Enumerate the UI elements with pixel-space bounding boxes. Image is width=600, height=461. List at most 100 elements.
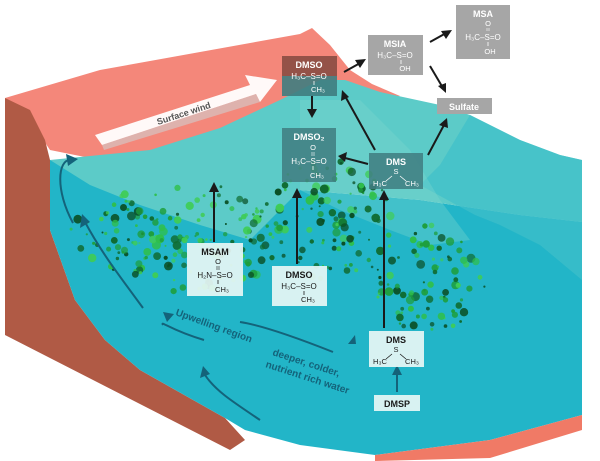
formula-sub: CH₃: [311, 85, 325, 94]
plankton-dot: [439, 295, 444, 300]
plankton-dot: [276, 224, 283, 232]
box-sulfate[interactable]: Sulfate: [437, 98, 492, 114]
plankton-dot: [224, 200, 229, 205]
box-msia[interactable]: MSIA H₃C–S=O OH: [368, 35, 423, 75]
plankton-dot: [138, 242, 141, 244]
plankton-dot: [306, 226, 313, 233]
plankton-dot: [259, 244, 265, 250]
box-msa[interactable]: MSA O H₃C–S=O OH: [456, 5, 510, 59]
plankton-dot: [437, 312, 446, 320]
formula-s: S: [393, 167, 398, 176]
box-dmso-surface[interactable]: DMSO H₃C–S=O CH₃: [282, 56, 337, 96]
formula-top: O: [310, 143, 316, 152]
plankton-dot: [455, 302, 463, 309]
plankton-dot: [69, 227, 73, 231]
plankton-dot: [346, 235, 354, 243]
plankton-dot: [230, 239, 235, 244]
plankton-dot: [167, 215, 173, 221]
plankton-dot: [368, 238, 370, 241]
plankton-dot: [440, 258, 444, 262]
box-dms-lower[interactable]: DMS S H₃C CH₃: [369, 331, 424, 367]
box-dmso2[interactable]: DMSO₂ O H₃C–S=O CH₃: [282, 128, 336, 182]
plankton-dot: [459, 298, 464, 302]
plankton-dot: [387, 244, 392, 248]
plankton-dot: [400, 306, 405, 311]
plankton-dot: [384, 287, 394, 296]
plankton-dot: [174, 184, 181, 191]
plankton-dot: [453, 277, 459, 283]
formula: H₃C–S=O: [291, 157, 327, 166]
plankton-dot: [274, 188, 282, 196]
plankton-dot: [142, 214, 148, 220]
plankton-dot: [346, 169, 349, 172]
plankton-dot: [354, 268, 359, 273]
plankton-dot: [159, 238, 164, 243]
formula-left: H₃C: [373, 357, 387, 366]
plankton-dot: [152, 272, 159, 279]
plankton-dot: [321, 219, 325, 223]
plankton-dot: [430, 327, 434, 331]
box-msam[interactable]: MSAM O H₂N–S=O CH₃: [187, 243, 243, 296]
box-dmsp[interactable]: DMSP: [374, 395, 420, 411]
plankton-dot: [483, 285, 486, 288]
plankton-dot: [126, 238, 130, 242]
plankton-dot: [429, 322, 435, 327]
plankton-dot: [386, 232, 392, 238]
plankton-dot: [398, 322, 402, 325]
plankton-dot: [433, 231, 438, 236]
formula-sub: CH₃: [301, 295, 315, 304]
surface-flow-arrow: [239, 321, 334, 353]
plankton-dot: [401, 323, 407, 329]
plankton-dot: [73, 214, 83, 224]
plankton-dot: [216, 193, 221, 198]
upwelling-arrowheads: [66, 154, 356, 378]
plankton-dot: [137, 230, 146, 239]
plankton-dot: [92, 241, 96, 245]
plankton-dot: [101, 231, 104, 234]
deep-water: [50, 160, 582, 455]
formula: H₂N–S=O: [197, 271, 232, 280]
plankton-dot: [158, 224, 166, 232]
box-title: DMSO: [286, 270, 313, 280]
plankton-dot: [248, 238, 253, 243]
circulation-arrow-mid: [84, 221, 144, 309]
upwelling-arrows: [59, 159, 334, 421]
box-dms-upper[interactable]: DMS S H₃C CH₃: [369, 153, 423, 189]
plankton-dot: [426, 306, 430, 311]
plankton-dot: [378, 280, 384, 286]
plankton-dot: [358, 182, 365, 189]
plankton-dot: [249, 219, 258, 228]
plankton-dot: [378, 275, 382, 280]
plankton-dot: [149, 216, 155, 221]
plankton-dot: [149, 235, 157, 244]
plankton-dot: [450, 323, 456, 329]
plankton-dot: [425, 295, 434, 303]
formula: H₃C–S=O: [291, 72, 327, 81]
plankton-dot: [377, 292, 380, 295]
plankton-dot: [333, 216, 339, 222]
formula-sub: CH₃: [215, 285, 229, 294]
plankton-dot: [257, 256, 266, 265]
plankton-dot: [317, 197, 325, 205]
plankton-dot: [163, 255, 168, 260]
plankton-dot: [173, 216, 182, 224]
plankton-dot: [138, 271, 143, 275]
water-band: [420, 115, 582, 280]
plankton-dot: [466, 285, 473, 292]
plankton-dot: [353, 206, 357, 210]
plankton-dot: [322, 238, 325, 242]
plankton-dot: [397, 256, 400, 259]
plankton-dot: [181, 262, 187, 269]
plankton-dot: [124, 199, 128, 203]
plankton-dot: [194, 234, 197, 238]
plankton-dot: [386, 271, 394, 280]
plankton-dot: [309, 239, 314, 244]
plankton-dot: [247, 271, 255, 278]
surface-wind-arrow: Surface wind: [95, 75, 277, 150]
box-dmso-deep[interactable]: DMSO H₃C–S=O CH₃: [272, 266, 327, 306]
plankton-dot: [174, 225, 179, 230]
plankton-dot: [273, 221, 279, 227]
plankton-dot: [179, 284, 187, 291]
box-title: Sulfate: [449, 102, 479, 112]
plankton-dot: [451, 267, 459, 275]
